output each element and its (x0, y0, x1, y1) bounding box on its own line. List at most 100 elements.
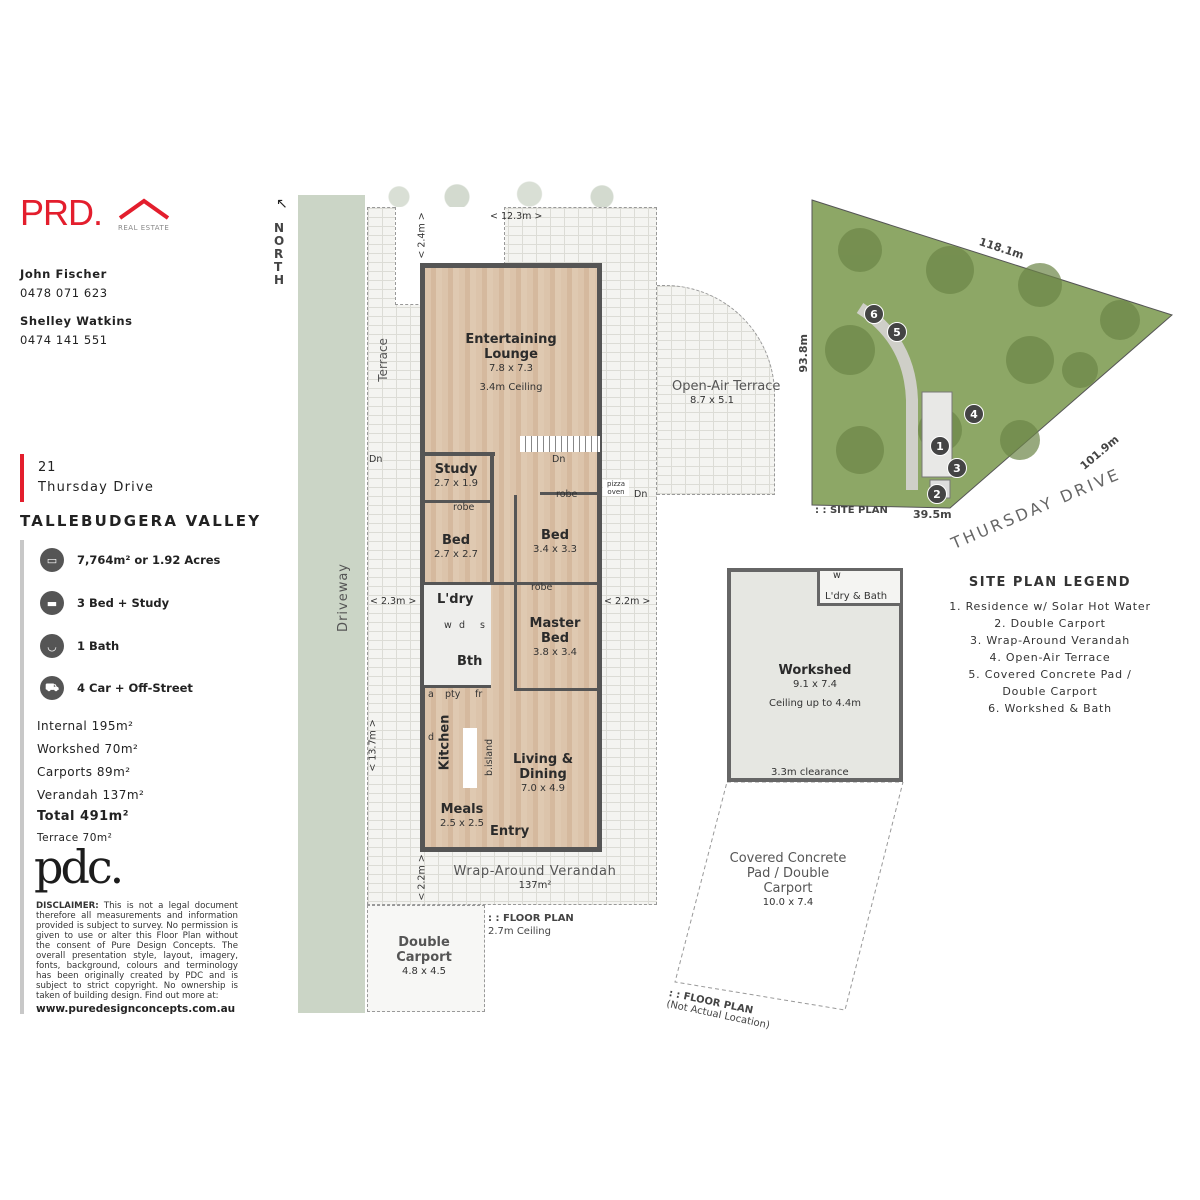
dryer-label: d (459, 620, 466, 631)
address-suburb: TALLEBUDGERA VALLEY (20, 512, 262, 530)
land-icon: ▭ (40, 548, 64, 572)
prd-logo-sub: REAL ESTATE (118, 224, 170, 232)
robe-label: robe (453, 502, 475, 513)
divider-bar (20, 540, 24, 1014)
sink-label: s (480, 620, 485, 631)
siteplan-title: : : SITE PLAN (815, 505, 888, 516)
site-dim-left: 93.8m (796, 334, 810, 373)
area-terrace: Terrace 70m² (37, 832, 113, 844)
bed-icon: ▬ (40, 591, 64, 615)
robe-label: robe (556, 489, 578, 500)
north-arrow-icon: ↖ (276, 196, 288, 212)
site-marker: 1 (930, 436, 950, 456)
legend-item: 2. Double Carport (994, 617, 1106, 630)
pizza-oven: pizza oven (603, 480, 629, 497)
agent-name: John Fischer (20, 267, 107, 281)
spec-label: 4 Car + Off-Street (77, 681, 193, 695)
legend-item: 3. Wrap-Around Verandah (969, 634, 1131, 647)
legend-item: 6. Workshed & Bath (988, 702, 1112, 715)
spec-bed: ▬ 3 Bed + Study (40, 591, 169, 615)
accent-bar (20, 454, 24, 502)
spec-car: ⛟4 Car + Off-Street (40, 676, 193, 700)
site-marker: 6 (864, 304, 884, 324)
legend-item: 1. Residence w/ Solar Hot Water (949, 600, 1151, 613)
house-footprint (420, 263, 602, 852)
stairs-down: Dn (369, 454, 383, 465)
double-carport (367, 905, 485, 1012)
spec-label: 7,764m² or 1.92 Acres (77, 553, 221, 567)
room-entry: Entry (490, 824, 530, 839)
bath-icon: ◡ (40, 634, 64, 658)
disclaimer-text: This is not a legal document therefore a… (36, 901, 238, 1001)
fridge-label: fr (475, 689, 483, 700)
dishwasher-label: d (428, 732, 435, 743)
dim-side: < 13.7m > (367, 719, 379, 772)
room-bath: Bth (457, 654, 483, 669)
appliance-label: a (428, 689, 434, 700)
dim-right: < 2.2m > (604, 596, 651, 607)
area-verandah: Verandah 137m² (37, 788, 145, 802)
floorplan-title: : : FLOOR PLAN (488, 913, 574, 924)
north-label: NORTH (274, 221, 287, 287)
room-laundry: L'dry (437, 592, 474, 607)
workshed-bath (817, 568, 903, 606)
terrace-label: Terrace (375, 338, 390, 382)
dim-top-left: < 2.4m > (416, 212, 428, 259)
area-total: Total 491m² (37, 809, 129, 824)
roof-icon (118, 198, 170, 220)
dim-top: < 12.3m > (490, 211, 543, 222)
spec-land: ▭ 7,764m² or 1.92 Acres (40, 548, 220, 572)
legend-item: 4. Open-Air Terrace (989, 651, 1111, 664)
spec-bath: ◡ 1 Bath (40, 634, 119, 658)
trees (370, 180, 660, 208)
disclaimer: DISCLAIMER: This is not a legal document… (36, 901, 238, 1001)
spec-label: 3 Bed + Study (77, 596, 170, 610)
legend-item: 5. Covered Concrete Pad / (968, 668, 1132, 681)
site-marker: 4 (964, 404, 984, 424)
site-dim-bottom: 39.5m (913, 508, 952, 521)
floorplan-ceiling: 2.7m Ceiling (488, 926, 551, 937)
spec-label: 1 Bath (77, 639, 120, 653)
area-carports: Carports 89m² (37, 765, 131, 779)
pdc-url[interactable]: www.puredesignconcepts.com.au (36, 1003, 236, 1015)
dim-bottom: < 2.2m > (416, 854, 428, 901)
legend-item: Double Carport (1002, 685, 1098, 698)
driveway (298, 195, 365, 1013)
site-marker: 5 (887, 322, 907, 342)
wet-area (424, 585, 491, 685)
agent-phone[interactable]: 0478 071 623 (20, 286, 108, 300)
stairs (520, 436, 600, 452)
dim-left: < 2.3m > (370, 596, 417, 607)
covered-carport (674, 782, 904, 1011)
washer-label: w (833, 570, 841, 581)
area-workshed: Workshed 70m² (37, 742, 139, 756)
prd-logo: PRD. REAL ESTATE (20, 192, 172, 236)
pdc-logo: pdc. (34, 840, 124, 894)
stairs-down: Dn (634, 489, 648, 500)
address-number: 21 (38, 460, 57, 475)
agent-name: Shelley Watkins (20, 314, 133, 328)
robe-label: robe (531, 582, 553, 593)
driveway-label: Driveway (336, 562, 352, 632)
address-street: Thursday Drive (38, 480, 155, 495)
area-internal: Internal 195m² (37, 719, 134, 733)
stairs-down: Dn (552, 454, 566, 465)
island-label: b.island (484, 738, 496, 777)
agent-phone[interactable]: 0474 141 551 (20, 333, 108, 347)
site-marker: 2 (927, 484, 947, 504)
prd-logo-text: PRD. (20, 192, 103, 233)
workshed-bath-label: L'dry & Bath (825, 591, 888, 602)
room-kitchen: Kitchen (437, 714, 453, 771)
